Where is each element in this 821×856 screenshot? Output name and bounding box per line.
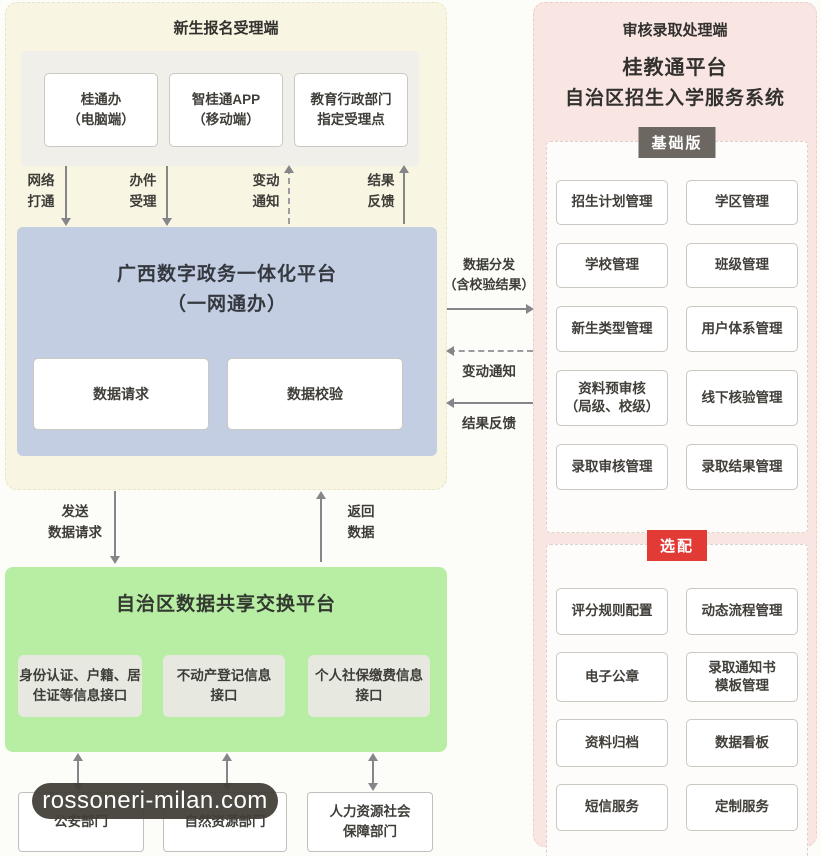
- base-module-student-type: 新生类型管理: [556, 306, 668, 352]
- module-box-data-request: 数据请求: [33, 358, 209, 430]
- result-feedback-arrow: [399, 165, 409, 224]
- hr-social-security-exchange-arrow: [368, 753, 378, 791]
- flow-label-return-data: 返回 数据: [347, 504, 375, 540]
- base-module-admission-result: 录取结果管理: [686, 444, 798, 490]
- network-open-arrow: [61, 166, 71, 226]
- base-module-admission-audit: 录取审核管理: [556, 444, 668, 490]
- flow-label-case-accept: 办件 受理: [129, 173, 157, 209]
- base-module-school-mgmt: 学校管理: [556, 243, 668, 288]
- flow-label-change-notice-left: 变动通知: [462, 364, 516, 379]
- return-data-arrow: [316, 491, 326, 562]
- interface-box-real-estate: 不动产登记信息 接口: [163, 655, 285, 717]
- send-data-request-arrow: [110, 491, 120, 564]
- base-module-school-district: 学区管理: [686, 180, 798, 225]
- optional-badge: 选配: [646, 530, 708, 561]
- optional-section: 选配 评分规则配置 动态流程管理 电子公章 录取通知书 模板管理 资料归档 数据…: [546, 530, 808, 856]
- channel-box-guitongban: 桂通办 （电脑端）: [44, 73, 158, 147]
- change-notice-left-dashed-arrow: [446, 346, 533, 356]
- gov-platform-title: 广西数字政务一体化平台: [116, 264, 337, 285]
- optional-module-archive: 资料归档: [556, 719, 668, 767]
- flow-label-data-distribution: 数据分发 （含校验结果）: [443, 257, 535, 293]
- exchange-platform-panel: 自治区数据共享交换平台 身份认证、户籍、居 住证等信息接口 不动产登记信息 接口…: [5, 567, 447, 752]
- optional-module-sms: 短信服务: [556, 784, 668, 831]
- intake-panel-title: 新生报名受理端: [173, 20, 279, 37]
- optional-module-dashboard: 数据看板: [686, 719, 798, 767]
- optional-module-custom-service: 定制服务: [686, 784, 798, 831]
- base-module-class-mgmt: 班级管理: [686, 243, 798, 288]
- base-module-user-system: 用户体系管理: [686, 306, 798, 352]
- flow-label-send-data-request: 发送 数据请求: [48, 504, 102, 540]
- optional-module-e-seal: 电子公章: [556, 652, 668, 702]
- review-platform-name: 桂教通平台: [622, 57, 728, 79]
- intake-channels-container: 桂通办 （电脑端） 智桂通APP （移动端） 教育行政部门 指定受理点: [21, 51, 419, 166]
- data-distribution-arrow: [447, 304, 534, 314]
- base-edition-badge: 基础版: [638, 127, 716, 158]
- exchange-platform-title: 自治区数据共享交换平台: [115, 594, 336, 615]
- review-panel-title: 审核录取处理端: [622, 22, 728, 39]
- gov-platform-panel: 广西数字政务一体化平台 （一网通办） 数据请求 数据校验: [17, 227, 437, 456]
- interface-box-identity: 身份认证、户籍、居 住证等信息接口: [18, 655, 142, 717]
- result-feedback-left-arrow: [446, 398, 533, 408]
- watermark-text: rossoneri-milan.com: [42, 787, 268, 814]
- flow-label-result-feedback-left: 结果反馈: [462, 416, 516, 431]
- channel-box-zhiguitong-app: 智桂通APP （移动端）: [169, 73, 283, 147]
- interface-box-social-security: 个人社保缴费信息 接口: [308, 655, 430, 717]
- gov-platform-subtitle: （一网通办）: [166, 294, 287, 315]
- case-accept-arrow: [162, 166, 172, 226]
- base-module-offline-verify: 线下核验管理: [686, 370, 798, 426]
- watermark-pill: rossoneri-milan.com: [32, 783, 278, 819]
- optional-module-dynamic-flow: 动态流程管理: [686, 588, 798, 635]
- change-notice-dashed-arrow: [284, 165, 294, 224]
- flow-label-network-open: 网络 打通: [27, 173, 55, 209]
- optional-module-scoring-rules: 评分规则配置: [556, 588, 668, 635]
- base-module-material-preaudit: 资料预审核 （局级、校级）: [556, 370, 668, 426]
- optional-module-notice-template: 录取通知书 模板管理: [686, 652, 798, 702]
- flow-label-result-feedback: 结果 反馈: [367, 173, 395, 209]
- review-panel: 审核录取处理端 桂教通平台 自治区招生入学服务系统 基础版 招生计划管理 学区管…: [533, 2, 817, 856]
- module-box-data-validate: 数据校验: [227, 358, 403, 430]
- dept-box-hr-social-security: 人力资源社会 保障部门: [307, 792, 433, 852]
- channel-box-edu-admin-point: 教育行政部门 指定受理点: [294, 73, 408, 147]
- flow-label-change-notice: 变动 通知: [252, 173, 280, 209]
- review-system-name: 自治区招生入学服务系统: [564, 88, 785, 109]
- base-module-enroll-plan: 招生计划管理: [556, 180, 668, 225]
- base-edition-section: 基础版 招生计划管理 学区管理 学校管理 班级管理 新生类型管理 用户体系管理 …: [546, 127, 808, 533]
